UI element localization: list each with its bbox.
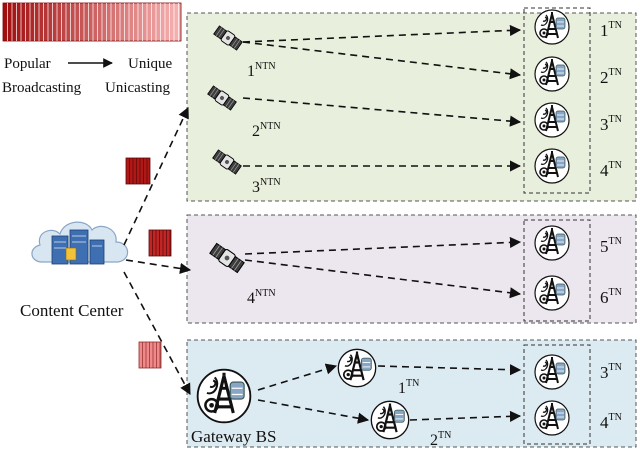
base-station-1-icon xyxy=(534,9,570,45)
station-3-label: 3TN xyxy=(600,114,622,134)
content-packet-light xyxy=(138,341,162,369)
legend-unique-label: Unique xyxy=(128,56,173,72)
station-g3-4-label: 4TN xyxy=(600,412,622,432)
base-station-g3-4-icon xyxy=(534,400,570,436)
content-center-links xyxy=(123,106,192,395)
station-g3-3-label: 3TN xyxy=(600,362,622,382)
content-center-cloud-icon xyxy=(31,221,129,265)
station-6-label: 6TN xyxy=(600,287,622,307)
content-packet-dark xyxy=(125,157,151,185)
group3-links xyxy=(257,363,522,424)
legend-broadcasting-label: Broadcasting xyxy=(2,80,82,96)
legend-unicasting-label: Unicasting xyxy=(105,80,170,96)
link-cc-to-group1 xyxy=(123,106,189,246)
link-cc-to-group2 xyxy=(125,259,192,274)
base-station-5-icon xyxy=(534,225,570,261)
satellite-1-label: 1NTN xyxy=(247,61,276,80)
group1-links xyxy=(242,24,522,172)
base-station-3-icon xyxy=(534,102,570,138)
group2-links xyxy=(244,236,522,299)
satellite-3-label: 3NTN xyxy=(252,177,281,196)
satellite-2-label: 2NTN xyxy=(252,121,281,140)
group1-panel xyxy=(186,12,637,202)
satellite-4-label: 4NTN xyxy=(247,288,276,307)
legend-gradient-bar xyxy=(2,2,182,42)
base-station-4-icon xyxy=(534,148,570,184)
station-1-label: 1TN xyxy=(600,20,622,40)
legend-popular-label: Popular xyxy=(4,56,51,72)
station-5-label: 5TN xyxy=(600,236,622,256)
base-station-g3-3-icon xyxy=(534,354,570,390)
relay-bs-2-icon xyxy=(370,400,410,440)
gateway-bs-label: Gateway BS xyxy=(191,427,276,446)
content-center-label: Content Center xyxy=(20,301,124,320)
link-cc-to-group3 xyxy=(123,271,191,395)
gateway-bs-icon xyxy=(196,368,252,424)
relay-1-label: 1TN xyxy=(398,378,419,397)
group1-station-box xyxy=(523,7,591,194)
group3-station-box xyxy=(523,344,591,445)
base-station-2-icon xyxy=(534,56,570,92)
base-station-6-icon xyxy=(534,275,570,311)
relay-2-label: 2TN xyxy=(430,430,451,449)
group2-station-box xyxy=(523,219,591,322)
station-4-label: 4TN xyxy=(600,160,622,180)
station-2-label: 2TN xyxy=(600,67,622,87)
content-packet-medium xyxy=(148,229,172,257)
relay-bs-1-icon xyxy=(337,348,377,388)
